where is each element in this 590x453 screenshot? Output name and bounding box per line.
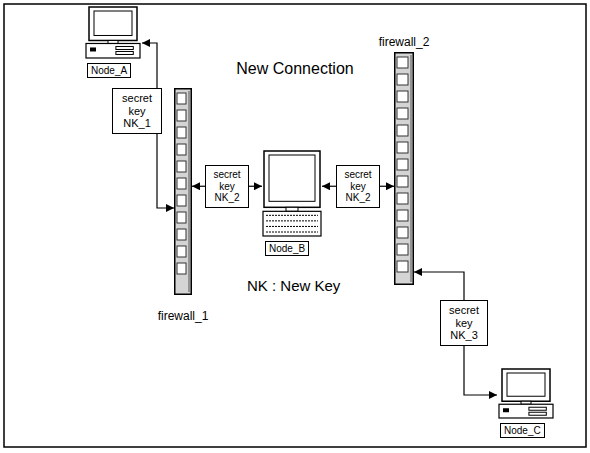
key-box: secret key NK_2 bbox=[336, 165, 380, 208]
computer-icon bbox=[84, 6, 142, 60]
key-box: secret key NK_1 bbox=[112, 88, 162, 134]
computer-icon bbox=[497, 368, 555, 420]
firewall-label: firewall_1 bbox=[158, 309, 209, 323]
node-label: Node_C bbox=[500, 423, 545, 438]
computer-icon bbox=[262, 150, 322, 238]
computer-node: Node_C bbox=[497, 368, 555, 438]
firewall-rack bbox=[174, 88, 192, 295]
firewall-node: firewall_2 bbox=[394, 52, 414, 285]
firewall-rack bbox=[394, 52, 414, 285]
node-label: Node_B bbox=[265, 241, 309, 256]
node-label: Node_A bbox=[87, 63, 131, 78]
note-label: NK : New Key bbox=[247, 277, 340, 294]
connector-arrow bbox=[380, 186, 394, 187]
connector-arrow bbox=[142, 43, 157, 88]
key-label: secret key NK_2 bbox=[208, 169, 246, 204]
computer-node: Node_A bbox=[84, 6, 142, 78]
key-label: secret key NK_1 bbox=[115, 92, 159, 130]
key-label: secret key NK_2 bbox=[339, 169, 377, 204]
firewall-node: firewall_1 bbox=[174, 88, 192, 295]
connector-arrow bbox=[322, 186, 336, 187]
computer-node: Node_B bbox=[262, 150, 322, 256]
firewall-label: firewall_2 bbox=[379, 35, 430, 49]
connector-arrow bbox=[249, 186, 262, 187]
connector-arrow bbox=[464, 346, 497, 395]
key-box: secret key NK_3 bbox=[440, 300, 488, 346]
connector-arrow bbox=[192, 186, 205, 187]
connector-arrow bbox=[157, 134, 174, 208]
connector-arrow bbox=[414, 272, 464, 300]
key-box: secret key NK_2 bbox=[205, 165, 249, 208]
key-label: secret key NK_3 bbox=[443, 304, 485, 342]
diagram-title: New Connection bbox=[0, 60, 590, 78]
